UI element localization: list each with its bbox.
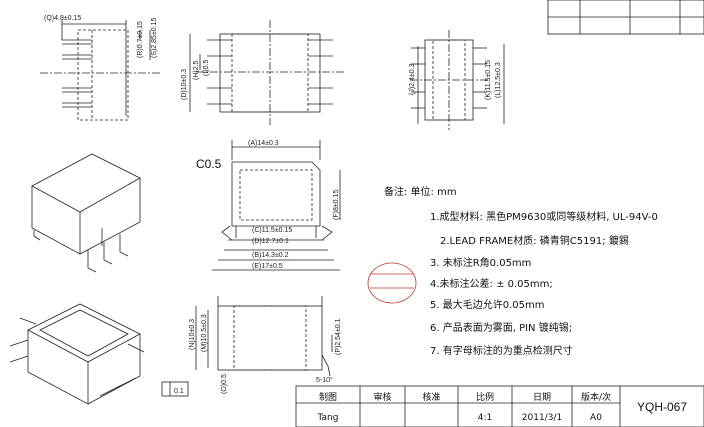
dim-h: (H)2.5: [193, 60, 200, 80]
tb-header-scale: 比例: [475, 393, 494, 403]
dim-p: (P)2.54±0.1: [335, 318, 342, 355]
dim-i: (I)0.5: [203, 60, 210, 76]
part-number: YQH-067: [636, 400, 688, 414]
dim-l: (L)12.5±0.3: [495, 62, 502, 98]
note-2: 2.LEAD FRAME材质: 磷青铜C5191; 鍍錫: [440, 236, 629, 247]
dim-r: (R)0.7±0.15: [137, 21, 144, 58]
end-view: [410, 30, 505, 130]
tb-header-approve: 核准: [422, 393, 441, 403]
tb-value-date: 2011/3/1: [521, 413, 563, 423]
tb-value-version: A0: [590, 413, 602, 423]
notes-title: 备注: 单位: mm: [384, 187, 457, 198]
dim-a: (A)14±0.3: [248, 140, 279, 147]
tb-value-scale: 4:1: [477, 413, 493, 423]
isometric-view-top: [31, 153, 141, 273]
section-view-top: [212, 140, 341, 271]
note-4: 4.未标注公差: ± 0.05mm;: [430, 279, 553, 290]
note-3: 3. 未标注R角0.05mm: [430, 258, 532, 269]
dim-n: (N)10±0.3: [189, 319, 196, 350]
note-7: 7. 有字母标注的为重点检测尺寸: [430, 346, 573, 357]
approval-stamp: [367, 262, 417, 304]
dim-c: (C)11.5±0.15: [252, 227, 292, 234]
note-5: 5. 最大毛边允许0.05mm: [430, 300, 545, 311]
dim-b: (B)14.3±0.2: [252, 252, 289, 259]
tb-value-draw: Tang: [317, 413, 339, 423]
flatness-value: 0.1: [174, 388, 184, 395]
revision-table: [547, 0, 704, 35]
dim-o: (O)0.5: [221, 374, 228, 394]
tb-header-review: 审核: [373, 393, 392, 403]
note-1: 1.成型材料: 黑色PM9630或同等级材料, UL-94V-0: [430, 212, 658, 223]
dim-k: (K)11.5±0.15: [485, 60, 492, 100]
dim-d: (D)10±0.3: [181, 69, 188, 100]
dim-dd: (D)12.7±0.1: [252, 238, 289, 245]
isometric-view-bottom: [9, 303, 145, 405]
note-6: 6. 产品表面为雾面, PIN 镀纯锡;: [430, 323, 573, 334]
section-view-bottom: [161, 296, 333, 397]
dim-q: (Q)4.8±0.15: [44, 15, 81, 22]
dim-s: (S)2.85±0.15: [151, 17, 158, 58]
tb-header-version: 版本/次: [580, 393, 612, 403]
dim-c05: C0.5: [196, 157, 222, 171]
tb-header-date: 日期: [532, 393, 551, 403]
tb-header-draw: 制图: [318, 393, 337, 403]
dim-j: (J)2.4±0.3: [409, 63, 416, 95]
dim-f: (F)8±0.15: [333, 190, 340, 220]
side-view: [40, 20, 160, 121]
front-view: [189, 20, 345, 125]
dim-e: (E)17±0.5: [252, 263, 283, 270]
title-block: [295, 385, 704, 427]
dim-m: (M)10.5±0.3: [201, 314, 208, 352]
dim-angle: 5-10°: [316, 376, 333, 384]
